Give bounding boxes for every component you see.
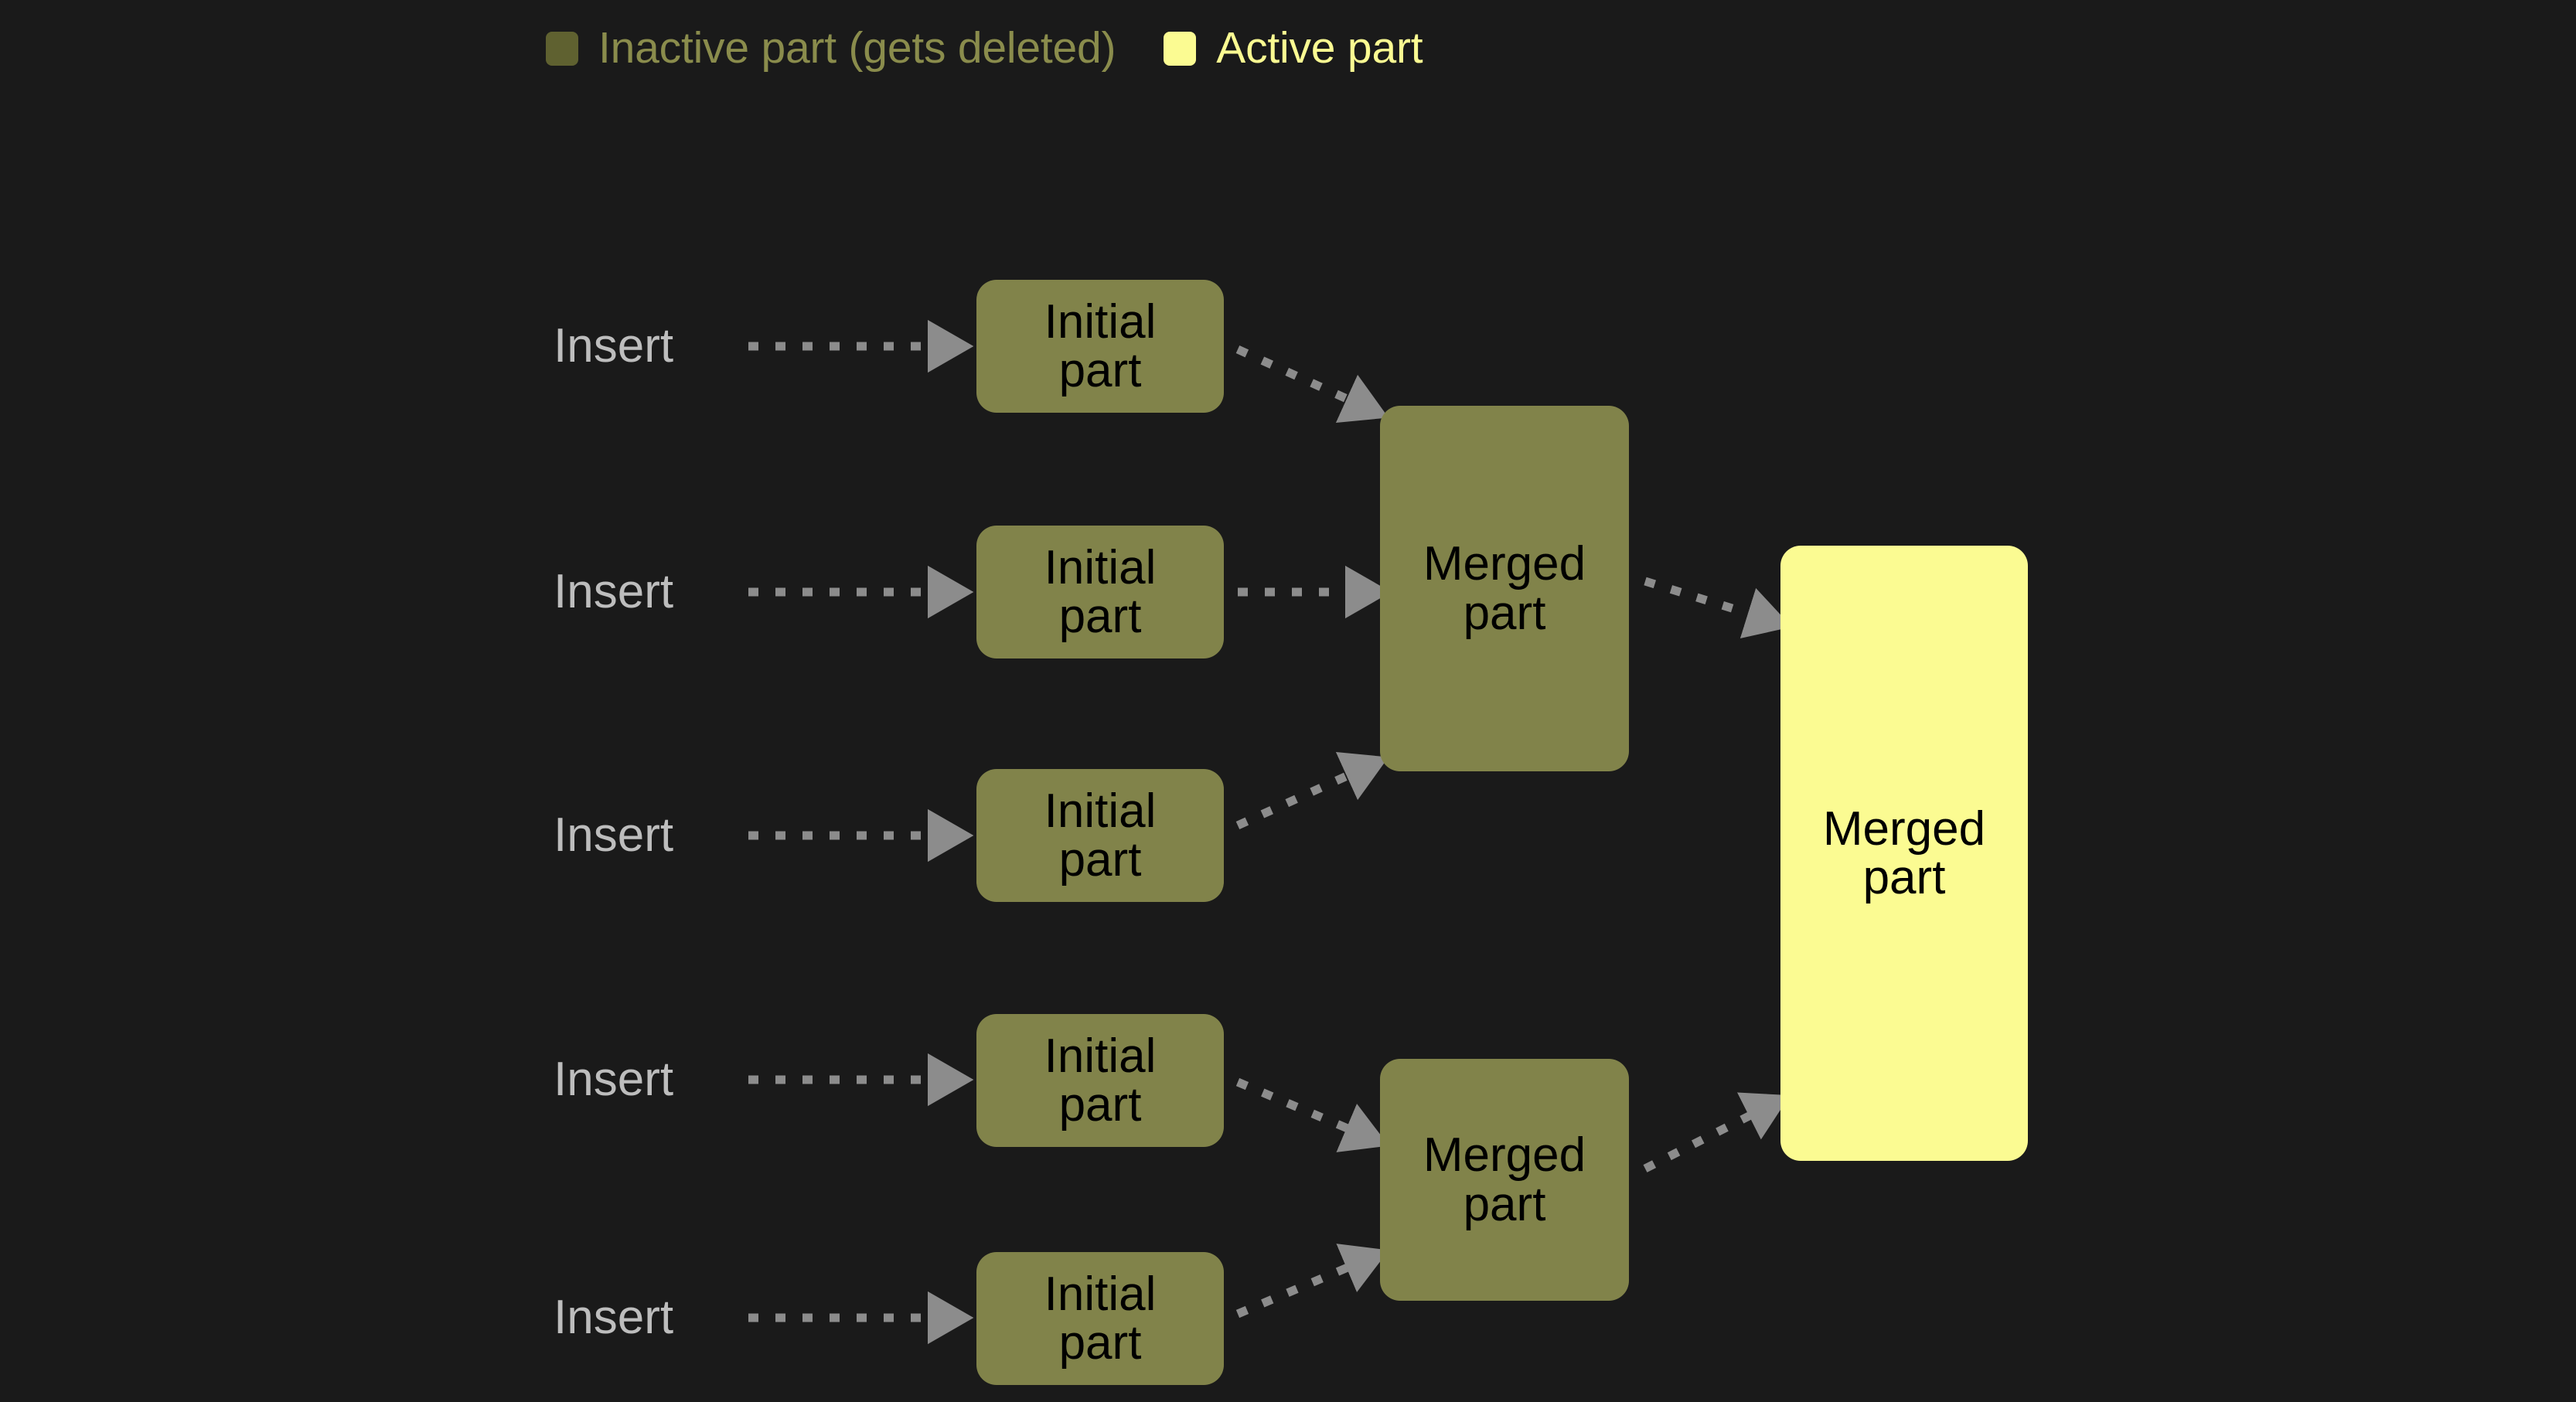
arrow-initial-4-to-merged-2 xyxy=(1235,1077,1389,1152)
inactive-part-swatch-icon xyxy=(546,31,578,66)
initial-part-line2: part xyxy=(1058,833,1142,886)
arrow-initial-5-to-merged-2 xyxy=(1235,1244,1389,1319)
merged-part-line2: part xyxy=(1463,586,1546,640)
legend: Inactive part (gets deleted) Active part xyxy=(546,26,1423,70)
initial-part-line1: Initial xyxy=(1044,1029,1157,1083)
insert-label-3: Insert xyxy=(554,808,674,862)
insert-label-4: Insert xyxy=(554,1053,674,1106)
insert-label-1: Insert xyxy=(554,319,674,373)
final-merged-part-line1: Merged xyxy=(1822,801,1986,856)
initial-part-line2: part xyxy=(1058,344,1142,397)
initial-part-line2: part xyxy=(1058,590,1142,643)
initial-part-line2: part xyxy=(1058,1316,1142,1370)
arrow-merged-2-to-final xyxy=(1643,1092,1791,1172)
legend-label-active: Active part xyxy=(1216,23,1423,73)
initial-part-line1: Initial xyxy=(1044,540,1157,594)
legend-item-active: Active part xyxy=(1164,26,1423,70)
legend-label-inactive: Inactive part (gets deleted) xyxy=(598,23,1116,73)
legend-item-inactive: Inactive part (gets deleted) xyxy=(546,26,1116,70)
arrow-initial-1-to-merged-1 xyxy=(1235,345,1389,423)
arrow-initial-3-to-merged-1 xyxy=(1235,752,1389,830)
merged-part-line1: Merged xyxy=(1423,537,1586,591)
active-part-swatch-icon xyxy=(1164,31,1197,66)
merged-part-line2: part xyxy=(1463,1177,1546,1231)
insert-label-2: Insert xyxy=(554,565,674,618)
final-merged-part-line2: part xyxy=(1862,851,1946,904)
initial-part-line1: Initial xyxy=(1044,1267,1157,1321)
insert-label-5: Insert xyxy=(554,1291,674,1344)
arrow-merged-1-to-final xyxy=(1644,577,1792,639)
initial-part-line2: part xyxy=(1058,1078,1142,1131)
initial-part-line1: Initial xyxy=(1044,784,1157,838)
merged-part-line1: Merged xyxy=(1423,1128,1586,1183)
initial-part-line1: Initial xyxy=(1044,294,1157,349)
